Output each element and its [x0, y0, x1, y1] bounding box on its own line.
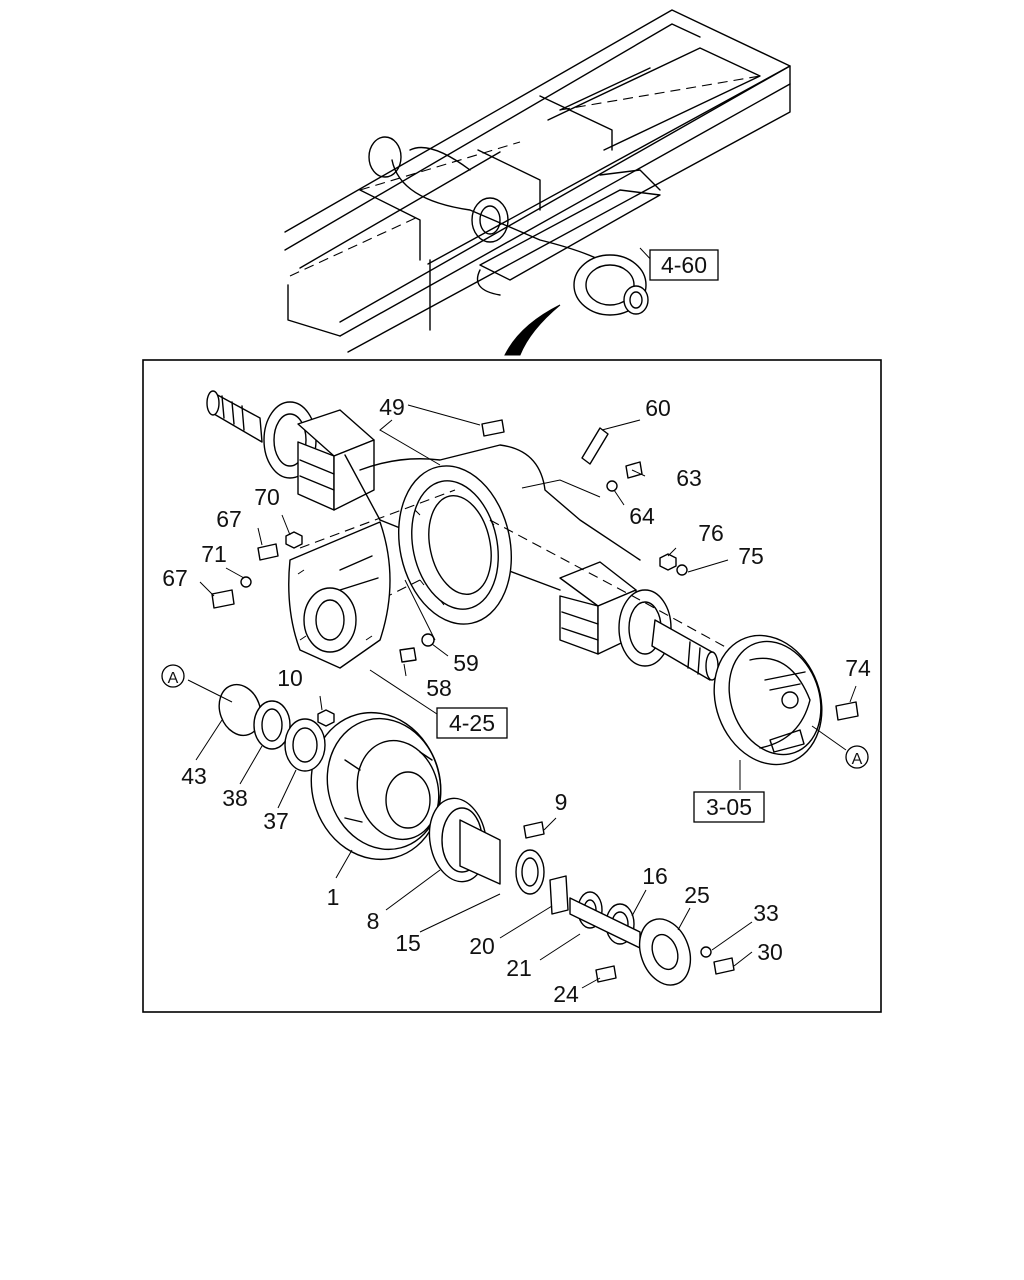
- part-number: 70: [254, 484, 280, 510]
- part-number: 67: [216, 506, 242, 532]
- reference-box-carrier: 4-25: [436, 707, 508, 739]
- part-number: 38: [222, 785, 248, 811]
- brake-drum: [310, 711, 442, 861]
- callout-marker-left-label: A: [168, 670, 179, 687]
- callout-marker-left: A: [161, 664, 185, 688]
- part-number: 71: [201, 541, 227, 567]
- part-number: 1: [327, 884, 340, 910]
- part-number: 43: [181, 763, 207, 789]
- hub-assembly: [428, 797, 692, 986]
- part-number: 21: [506, 955, 532, 981]
- part-number: 63: [676, 465, 702, 491]
- part-number: 76: [698, 520, 724, 546]
- part-number-labels: 49 60 63 64 70 67 71 67 76 75 59 58 10 4…: [162, 394, 871, 1007]
- part-number: 64: [629, 503, 655, 529]
- part-number: 16: [642, 863, 668, 889]
- part-number: 75: [738, 543, 764, 569]
- part-number: 24: [553, 981, 579, 1007]
- callout-marker-right-label: A: [852, 751, 863, 768]
- part-number: 15: [395, 930, 421, 956]
- chassis-overview: 4-60: [284, 9, 791, 356]
- part-number: 58: [426, 675, 452, 701]
- part-number: 25: [684, 882, 710, 908]
- part-number: 60: [645, 395, 671, 421]
- part-number: 49: [379, 394, 405, 420]
- overview-reference-label: 4-60: [661, 252, 707, 278]
- differential-carrier: [288, 521, 391, 669]
- part-number: 20: [469, 933, 495, 959]
- part-number: 74: [845, 655, 871, 681]
- detail-frame: [142, 359, 882, 1013]
- axle-housing: [206, 390, 761, 681]
- part-number: 10: [277, 665, 303, 691]
- part-number: 8: [367, 908, 380, 934]
- part-number: 37: [263, 808, 289, 834]
- brake-assembly: [713, 634, 823, 766]
- part-number: 59: [453, 650, 479, 676]
- reference-box-brake: 3-05: [693, 791, 765, 823]
- reference-label-brake: 3-05: [706, 794, 752, 820]
- callout-marker-right: A: [845, 745, 869, 769]
- reference-label-carrier: 4-25: [449, 710, 495, 736]
- part-number: 30: [757, 939, 783, 965]
- part-number: 67: [162, 565, 188, 591]
- seal-rings: [218, 683, 326, 772]
- fasteners: [211, 419, 859, 983]
- leader-lines: [187, 404, 857, 989]
- part-number: 33: [753, 900, 779, 926]
- part-number: 9: [555, 789, 568, 815]
- overview-reference-box: [649, 249, 719, 281]
